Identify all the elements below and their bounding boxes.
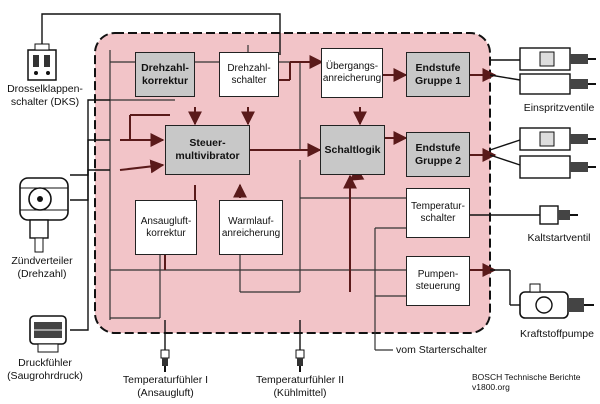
pressure-sensor-icon bbox=[29, 315, 67, 353]
block-pumpensteuerung: Pumpen- steuerung bbox=[406, 256, 470, 306]
internal-lines bbox=[109, 45, 408, 351]
label-starterschalter: vom Starterschalter bbox=[396, 344, 488, 356]
block-temperaturschalter: Temperatur- schalter bbox=[406, 188, 470, 238]
block-drehzahlkorrektur: Drehzahl- korrektur bbox=[135, 52, 195, 97]
fuel-pump-icon bbox=[519, 283, 594, 319]
coolant-temperature-sensor-icon bbox=[295, 349, 305, 372]
injector-icon bbox=[519, 73, 596, 95]
block-warmlaufanreicherung: Warmlauf- anreicherung bbox=[219, 200, 283, 255]
block-ansaugluftkorrektur: Ansaugluft- korrektur bbox=[135, 200, 197, 255]
block-schaltlogik: Schaltlogik bbox=[320, 125, 385, 175]
external-lines bbox=[41, 13, 540, 355]
label-kraftstoffpumpe: Kraftstoffpumpe bbox=[520, 328, 594, 340]
block-drehzahlschalter: Drehzahl- schalter bbox=[219, 52, 279, 97]
injector-icon bbox=[519, 127, 596, 151]
label-einspritzventile: Einspritzventile bbox=[523, 102, 595, 114]
block-endstufe-gruppe-2: Endstufe Gruppe 2 bbox=[406, 132, 470, 177]
cold-start-valve-icon bbox=[539, 205, 578, 225]
label-dks: Drosselklappen- schalter (DKS) bbox=[7, 83, 83, 108]
label-temperaturfuehler-2: Temperaturfühler II (Kühlmittel) bbox=[255, 374, 345, 399]
credit-text: BOSCH Technische Berichte v1800.org bbox=[472, 372, 581, 393]
label-kaltstartventil: Kaltstartventil bbox=[527, 232, 591, 244]
injector-icon bbox=[519, 47, 596, 71]
throttle-switch-icon bbox=[27, 43, 57, 81]
label-zuendverteiler: Zündverteiler (Drehzahl) bbox=[11, 255, 73, 280]
distributor-icon bbox=[19, 177, 69, 253]
label-druckfuehler: Druckfühler (Saugrohrdruck) bbox=[7, 357, 83, 382]
block-endstufe-gruppe-1: Endstufe Gruppe 1 bbox=[406, 52, 470, 97]
label-temperaturfuehler-1: Temperaturfühler I (Ansaugluft) bbox=[122, 374, 209, 399]
block-steuermultivibrator: Steuer- multivibrator bbox=[165, 125, 250, 175]
control-unit-area bbox=[94, 32, 491, 334]
block-uebergangsanreicherung: Übergangs- anreicherung bbox=[321, 48, 383, 98]
injector-icon bbox=[519, 155, 596, 179]
intake-temperature-sensor-icon bbox=[160, 349, 170, 372]
